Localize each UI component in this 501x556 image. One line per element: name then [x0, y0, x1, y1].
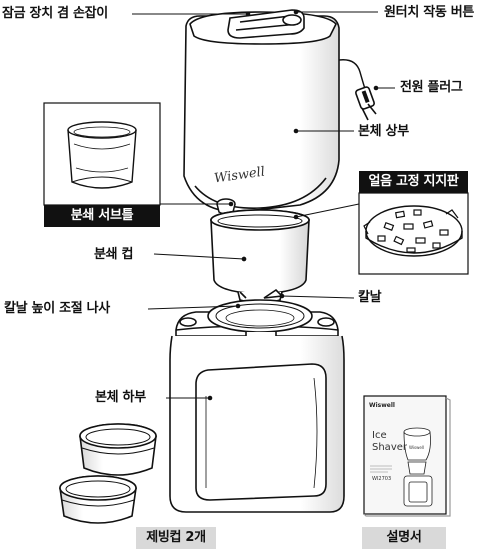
label-crush-cup: 분쇄 컵 [94, 247, 134, 262]
label-manual: 설명서 [362, 527, 446, 549]
manual-device-logo: Wiswell [409, 445, 425, 450]
label-body-bottom: 본체 하부 [95, 390, 146, 405]
label-ice-fixing-plate: 얼음 고정 지지판 [359, 171, 468, 193]
label-lock-handle: 잠금 장치 겸 손잡이 [2, 6, 108, 21]
leader-lines [132, 9, 395, 401]
crush-cup-drawing [210, 209, 310, 304]
label-blade: 칼날 [358, 290, 382, 305]
label-ice-cups: 제빙컵 2개 [136, 527, 216, 549]
label-power-plug: 전원 플러그 [400, 80, 463, 95]
body-bottom-drawing [169, 299, 345, 513]
body-top-unit [183, 9, 367, 213]
label-blade-height-screw: 칼날 높이 조절 나사 [4, 301, 110, 316]
crush-sub-frame-inset [43, 102, 161, 206]
label-body-top: 본체 상부 [358, 124, 409, 139]
label-one-touch-button: 원터치 작동 버튼 [384, 5, 475, 20]
manual-booklet-drawing [363, 395, 451, 517]
manual-title-line1: Ice [372, 430, 387, 441]
ice-cup-upper [79, 423, 157, 476]
label-crush-sub-frame: 분쇄 서브틀 [44, 205, 160, 227]
ice-cup-lower [59, 475, 137, 524]
manual-brand: Wiswell [369, 402, 395, 409]
manual-title-line2: Shaver [372, 442, 407, 453]
ice-fixing-plate-inset [358, 192, 469, 275]
manual-model: WI2703 [372, 476, 392, 482]
power-plug-drawing [355, 86, 377, 121]
